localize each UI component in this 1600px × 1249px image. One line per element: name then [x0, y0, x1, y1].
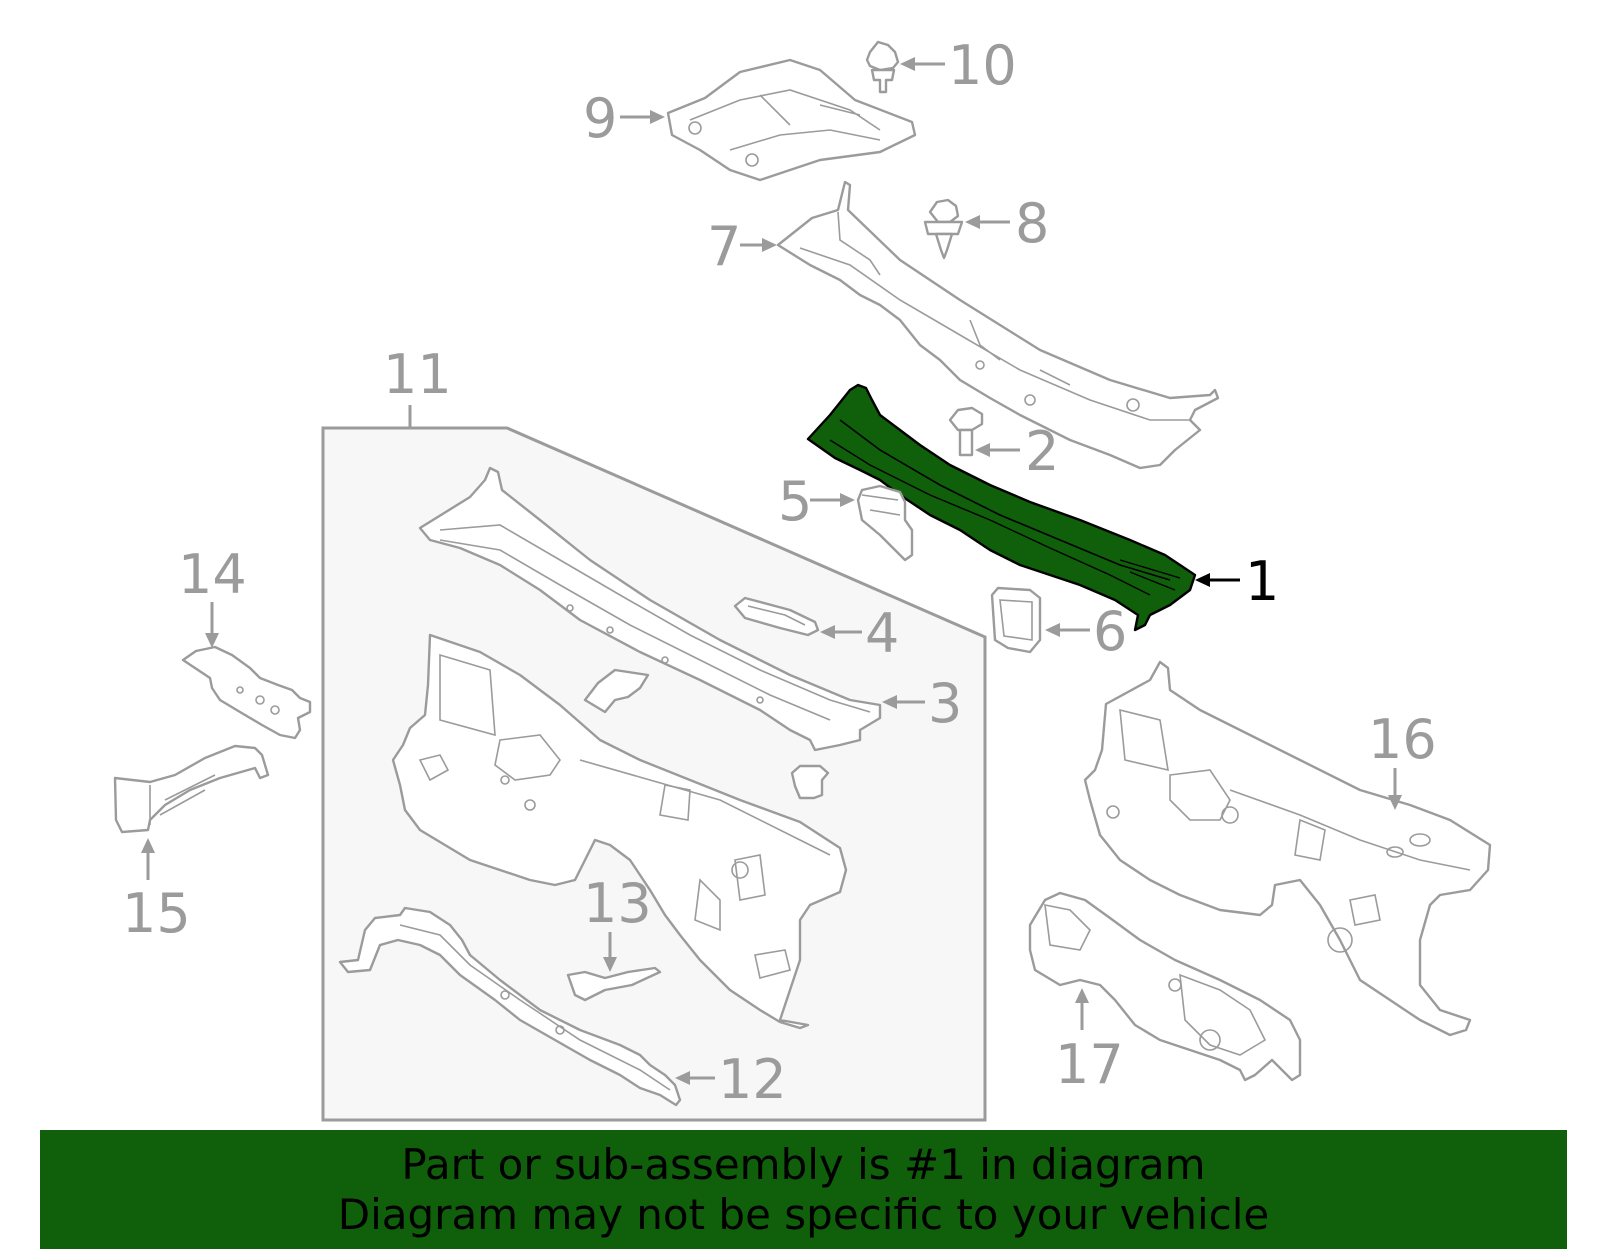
- part-13-bracket[interactable]: [566, 966, 662, 1002]
- callout-12[interactable]: 12: [675, 1048, 787, 1111]
- svg-text:14: 14: [178, 543, 247, 606]
- part-bracket-small[interactable]: [583, 668, 650, 714]
- svg-text:8: 8: [1015, 192, 1049, 255]
- part-2-bolt[interactable]: [948, 406, 984, 457]
- svg-text:2: 2: [1025, 420, 1059, 483]
- part-17-reinforcement[interactable]: [1028, 891, 1302, 1082]
- part-8-clip[interactable]: [923, 198, 964, 260]
- part-12-cross-member[interactable]: [338, 906, 682, 1107]
- svg-text:3: 3: [928, 672, 962, 735]
- banner-line-1: Part or sub-assembly is #1 in diagram: [401, 1140, 1206, 1189]
- part-11-dash-panel[interactable]: [391, 633, 848, 1030]
- svg-text:11: 11: [383, 343, 452, 406]
- part-3-cowl-panel[interactable]: [418, 466, 882, 752]
- callout-9[interactable]: 9: [583, 87, 665, 150]
- part-4-gasket[interactable]: [733, 596, 820, 637]
- callout-17[interactable]: 17: [1055, 988, 1124, 1096]
- part-6-seal[interactable]: [990, 586, 1042, 654]
- svg-text:17: 17: [1055, 1033, 1124, 1096]
- callout-3[interactable]: 3: [882, 672, 962, 735]
- callout-7[interactable]: 7: [707, 215, 777, 278]
- part-14-bracket[interactable]: [181, 645, 312, 740]
- svg-text:13: 13: [583, 872, 652, 935]
- svg-text:6: 6: [1093, 600, 1127, 663]
- callout-5[interactable]: 5: [778, 470, 855, 533]
- svg-text:12: 12: [718, 1048, 787, 1111]
- svg-text:5: 5: [778, 470, 812, 533]
- callout-6[interactable]: 6: [1045, 600, 1127, 663]
- callout-2[interactable]: 2: [975, 420, 1059, 483]
- callout-10[interactable]: 10: [900, 34, 1017, 97]
- callout-15[interactable]: 15: [122, 838, 191, 945]
- svg-text:1: 1: [1245, 550, 1279, 613]
- callout-1[interactable]: 1: [1195, 550, 1279, 613]
- part-5-duct[interactable]: [856, 484, 914, 562]
- callout-16[interactable]: 16: [1368, 708, 1437, 810]
- part-9-cover-panel[interactable]: [666, 58, 917, 182]
- svg-text:7: 7: [707, 215, 741, 278]
- banner-line-2: Diagram may not be specific to your vehi…: [337, 1190, 1270, 1239]
- callout-14[interactable]: 14: [178, 543, 247, 648]
- part-7-cowl-top-panel[interactable]: [776, 180, 1220, 470]
- part-15-bracket[interactable]: [113, 744, 270, 834]
- callout-11[interactable]: 11: [383, 343, 452, 406]
- part-10-push-clip[interactable]: [865, 40, 900, 94]
- part-16-dash-panel[interactable]: [1083, 660, 1492, 1037]
- callout-8[interactable]: 8: [965, 192, 1049, 255]
- callout-13[interactable]: 13: [583, 872, 652, 972]
- svg-text:10: 10: [948, 34, 1017, 97]
- callout-4[interactable]: 4: [820, 602, 899, 665]
- svg-text:9: 9: [583, 87, 617, 150]
- part-1-cowl-panel[interactable]: [806, 383, 1197, 632]
- svg-text:16: 16: [1368, 708, 1437, 771]
- svg-text:4: 4: [865, 602, 899, 665]
- info-banner: Part or sub-assembly is #1 in diagram Di…: [40, 1130, 1567, 1249]
- part-grommet[interactable]: [790, 764, 830, 800]
- svg-text:15: 15: [122, 882, 191, 945]
